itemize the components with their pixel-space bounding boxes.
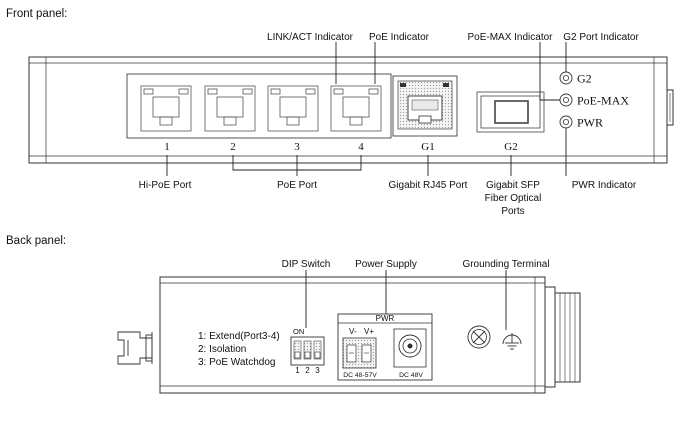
dc-label-terminal: DC 48-57V [343, 372, 377, 379]
gigabit-sfp-label-line3: Ports [501, 206, 524, 217]
dip-switch-notes: 1: Extend(Port3-4) 2: Isolation 3: PoE W… [198, 331, 280, 368]
grounding-terminal [467, 325, 491, 349]
pwr-box-label: PWR [376, 314, 395, 323]
gigabit-sfp-label-line2: Fiber Optical [485, 193, 542, 204]
terminal-label-vplus: V+ [364, 327, 374, 336]
front-panel-title: Front panel: [6, 8, 67, 20]
power-supply-label: Power Supply [355, 259, 417, 270]
dip-number-1: 1 [295, 366, 300, 375]
led-pwr-label: PWR [577, 116, 603, 130]
dip-note-3: 3: PoE Watchdog [198, 357, 275, 368]
poe-port-label: PoE Port [277, 180, 317, 191]
port-number-3: 3 [294, 141, 300, 153]
g1-rj45-port [392, 75, 458, 137]
dip-on-label: ON [293, 327, 304, 336]
dip-switch-label: DIP Switch [282, 259, 331, 270]
g1-label: G1 [421, 141, 434, 153]
ground-icon [502, 333, 522, 350]
dip-number-3: 3 [315, 366, 320, 375]
din-rail-clip [117, 331, 153, 365]
port-number-labels: 1 2 3 4 G1 G2 [164, 141, 517, 153]
back-callout-lines [305, 270, 507, 330]
front-callout-lines [166, 42, 567, 176]
poe-indicator-label: PoE Indicator [369, 32, 430, 43]
rj45-port-1 [140, 85, 192, 132]
rj45-port-4 [330, 85, 382, 132]
hi-poe-port-label: Hi-PoE Port [139, 180, 192, 191]
g2-port-indicator-label: G2 Port Indicator [563, 32, 639, 43]
back-panel-title: Back panel: [6, 235, 66, 247]
dc-label-jack: DC 48V [399, 372, 423, 379]
led-pwr: PWR [559, 116, 603, 130]
rj45-ports [140, 85, 382, 132]
power-supply: PWR V- V+ DC 48-57V DC 48V [337, 313, 433, 381]
rj45-port-3 [267, 85, 319, 132]
terminal-label-vminus: V- [349, 327, 357, 336]
front-callout-labels: LINK/ACT Indicator PoE Indicator PoE-MAX… [139, 32, 640, 217]
port-number-4: 4 [358, 141, 364, 153]
led-g2-label: G2 [577, 72, 592, 86]
poe-port-block [126, 73, 392, 139]
pwr-indicator-label: PWR Indicator [572, 180, 637, 191]
led-indicators: G2 PoE-MAX PWR [559, 72, 629, 130]
grounding-terminal-label: Grounding Terminal [462, 259, 549, 270]
led-poe-max: PoE-MAX [559, 94, 629, 108]
poe-max-indicator-label: PoE-MAX Indicator [467, 32, 553, 43]
gigabit-sfp-label-line1: Gigabit SFP [486, 180, 540, 191]
port-number-1: 1 [164, 141, 170, 153]
link-act-indicator-label: LINK/ACT Indicator [267, 32, 354, 43]
dip-note-2: 2: Isolation [198, 344, 246, 355]
front-chassis [28, 56, 674, 164]
dip-note-1: 1: Extend(Port3-4) [198, 331, 280, 342]
led-poe-max-label: PoE-MAX [577, 94, 629, 108]
led-g2: G2 [559, 72, 592, 86]
g2-sfp-port [476, 91, 545, 133]
gigabit-rj45-port-label: Gigabit RJ45 Port [389, 180, 468, 191]
port-number-2: 2 [230, 141, 236, 153]
dip-switch: ON 1 2 3 [290, 327, 325, 375]
g2-label: G2 [504, 141, 517, 153]
back-chassis [159, 276, 581, 394]
back-callout-labels: DIP Switch Power Supply Grounding Termin… [282, 259, 550, 270]
rj45-port-2 [204, 85, 256, 132]
dip-number-2: 2 [305, 366, 310, 375]
